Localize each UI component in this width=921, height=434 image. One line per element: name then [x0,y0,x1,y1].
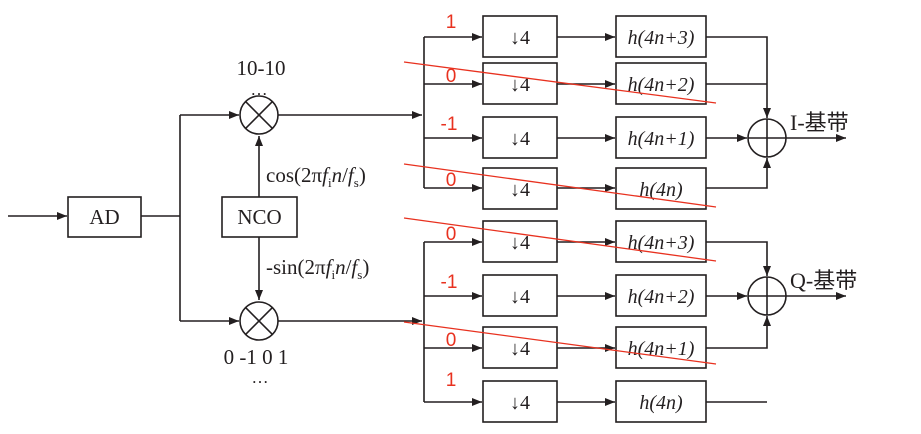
filter-label: h(4n+3) [628,27,695,49]
i-summer-wiring [706,36,846,189]
q-row-2: ↓4 h(4n+1) 0 [424,326,707,369]
decimator-block [482,220,558,263]
decimator-block [482,167,558,210]
filter-block [615,15,707,58]
decimator-label: ↓4 [510,27,530,49]
q-summer-wiring [706,241,846,403]
coefficient-label: -1 [441,114,458,135]
coefficient-label: 0 [446,330,457,351]
q-row-0: ↓4 h(4n+3) 0 [424,220,707,263]
q-summer-icon [747,276,787,316]
decimator-label: ↓4 [510,74,530,96]
ad-label: AD [89,205,119,229]
upper-ellipsis: … [251,80,268,99]
filter-block [615,62,707,105]
q-output-label: Q-基带 [790,268,857,293]
decimator-label: ↓4 [510,392,530,414]
filter-label: h(4n+2) [628,286,695,308]
coefficient-label: 0 [446,224,457,245]
decimator-block [482,380,558,423]
i-row-2: ↓4 h(4n+1) -1 [424,114,707,159]
upper-mixer-icon [239,95,279,135]
q-row-3: ↓4 h(4n) 1 [424,370,707,423]
decimator-label: ↓4 [510,232,530,254]
decimator-label: ↓4 [510,128,530,150]
decimator-label: ↓4 [510,338,530,360]
strike-line-i-row-1 [403,61,717,104]
nco-label: NCO [237,205,281,229]
filter-block [615,220,707,263]
i-row-0: ↓4 h(4n+3) 1 [424,12,707,58]
strike-line-q-row-0 [403,217,717,262]
filter-label: h(4n) [639,179,683,201]
decimator-block [482,15,558,58]
filter-label: h(4n+1) [628,128,695,150]
filter-block [615,380,707,423]
coefficient-label: 1 [446,12,457,33]
lower-sequence: 0 -1 0 1 [224,345,289,369]
i-row-1: ↓4 h(4n+2) 0 [424,62,707,105]
i-summer-icon [747,118,787,158]
decimator-block [482,116,558,159]
strike-line-q-row-2 [403,321,717,365]
filter-label: h(4n+3) [628,232,695,254]
cos-formula: cos(2πfin/fs) [266,163,366,190]
lower-ellipsis: … [252,368,269,387]
upper-sequence: 10-10 [237,56,286,80]
decimator-block [482,274,558,317]
sin-formula: -sin(2πfin/fs) [266,255,369,282]
q-row-1: ↓4 h(4n+2) -1 [424,272,707,317]
decimator-label: ↓4 [510,179,530,201]
i-row-3: ↓4 h(4n) 0 [424,167,707,210]
coefficient-label: 1 [446,370,457,391]
lower-mixer-icon [239,301,279,341]
filter-label: h(4n+2) [628,74,695,96]
strike-line-i-row-3 [403,163,717,208]
filter-block [615,274,707,317]
i-output-label: I-基带 [790,110,849,135]
coefficient-label: -1 [441,272,458,293]
ad-block [67,196,142,238]
filter-label: h(4n) [639,392,683,414]
coefficient-label: 0 [446,170,457,191]
filter-block [615,167,707,210]
decimator-label: ↓4 [510,286,530,308]
decimator-block [482,62,558,105]
coefficient-label: 0 [446,66,457,87]
